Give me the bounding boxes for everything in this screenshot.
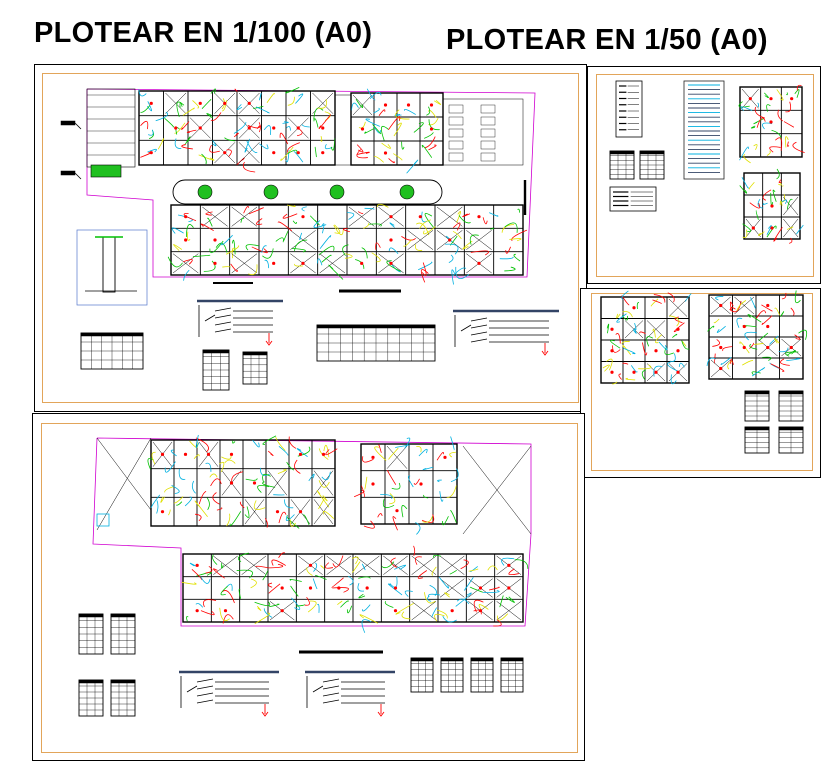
sheet-b-drawing bbox=[609, 80, 805, 244]
load-table-c2 bbox=[778, 390, 804, 422]
sheet-a bbox=[34, 64, 587, 412]
upper-block-south bbox=[181, 545, 529, 633]
sheet-b-frame bbox=[596, 74, 814, 277]
garden-bed bbox=[90, 164, 122, 178]
load-table-2 bbox=[639, 150, 665, 180]
panel-schedule-d3 bbox=[78, 679, 104, 717]
courtyard-planter-4 bbox=[399, 184, 415, 200]
panel-schedule-d7 bbox=[470, 657, 494, 693]
sheet-d-drawing bbox=[78, 434, 532, 717]
central-courtyard bbox=[172, 179, 443, 205]
courtyard-planter-3 bbox=[329, 184, 345, 200]
panel-schedule-d8 bbox=[500, 657, 524, 693]
unit-plan-c2 bbox=[706, 290, 808, 380]
symbol-legend bbox=[615, 80, 643, 138]
sheet-a-frame bbox=[42, 73, 579, 403]
specification-notes bbox=[609, 186, 657, 212]
panel-schedule-1 bbox=[80, 332, 144, 370]
sheet-d-frame bbox=[41, 423, 578, 753]
upper-block-left bbox=[147, 434, 338, 529]
north-block-right bbox=[350, 88, 444, 174]
single-line-diagram-3 bbox=[179, 670, 279, 717]
courtyard-planter-1 bbox=[197, 184, 213, 200]
sheet-c-drawing bbox=[600, 290, 808, 454]
parking-area bbox=[86, 88, 136, 168]
panel-schedule-d1 bbox=[78, 613, 104, 655]
east-parking bbox=[442, 98, 524, 166]
sheet-c bbox=[580, 288, 821, 478]
north-arrow-2 bbox=[60, 170, 76, 176]
void-cross-1b bbox=[96, 437, 152, 531]
load-table-c4 bbox=[778, 426, 804, 454]
plot-title-scale-50: PLOTEAR EN 1/50 (A0) bbox=[446, 24, 768, 56]
south-block bbox=[167, 203, 528, 285]
single-line-diagram-4 bbox=[305, 670, 395, 717]
panel-schedule-4 bbox=[316, 324, 436, 362]
sheet-a-drawing bbox=[60, 86, 559, 391]
unit-plan-b1 bbox=[738, 84, 805, 164]
stair-marker bbox=[96, 513, 110, 527]
void-cross-2b bbox=[462, 445, 532, 535]
sheet-b bbox=[587, 66, 821, 284]
panel-schedule-d4 bbox=[110, 679, 136, 717]
north-block-left bbox=[138, 86, 336, 173]
single-line-diagram-1 bbox=[197, 299, 283, 346]
panel-schedule-2 bbox=[202, 349, 230, 391]
sheet-d bbox=[32, 413, 585, 761]
panel-schedule-d6 bbox=[440, 657, 464, 693]
site-boundary bbox=[86, 88, 536, 278]
load-table-c3 bbox=[744, 426, 770, 454]
north-arrow-1 bbox=[60, 120, 76, 126]
plot-title-scale-100: PLOTEAR EN 1/100 (A0) bbox=[34, 17, 373, 49]
north-corridor bbox=[334, 94, 352, 166]
load-table-1 bbox=[609, 150, 635, 180]
courtyard-planter-2 bbox=[263, 184, 279, 200]
sheet-c-frame bbox=[591, 293, 813, 471]
unit-plan-b2 bbox=[739, 168, 804, 244]
upper-block-right bbox=[353, 436, 459, 535]
unit-plan-c1 bbox=[600, 290, 692, 385]
load-table-c1 bbox=[744, 390, 770, 422]
section-detail bbox=[76, 229, 148, 306]
single-line-diagram-2 bbox=[453, 309, 559, 356]
panel-schedule-3 bbox=[242, 351, 268, 385]
general-notes bbox=[683, 80, 725, 180]
floor-boundary bbox=[92, 437, 532, 627]
void-cross-1a bbox=[96, 437, 152, 511]
panel-schedule-d2 bbox=[110, 613, 136, 655]
panel-schedule-d5 bbox=[410, 657, 434, 693]
